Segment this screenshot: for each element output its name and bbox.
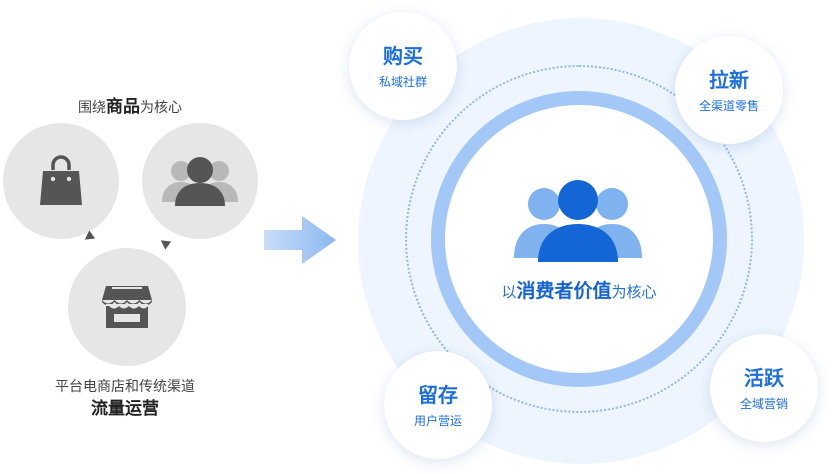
caption-emphasis: 商品 xyxy=(106,97,140,117)
bubble-buy: 购买 私域社群 xyxy=(349,12,457,120)
center-prefix: 以 xyxy=(501,283,517,301)
dotted-ring xyxy=(405,65,753,413)
bubble-title: 拉新 xyxy=(709,67,749,92)
traffic-operation-caption: 平台电商店和传统渠道 流量运营 xyxy=(20,376,230,420)
bubble-subtitle: 全域营销 xyxy=(739,396,788,411)
transition-arrow-icon xyxy=(264,216,336,264)
caption-line2: 流量运营 xyxy=(91,399,159,419)
product-circle xyxy=(3,123,119,239)
users-group-icon xyxy=(162,157,238,206)
bubble-active: 活跃 全域营销 xyxy=(710,334,818,442)
bubble-retain: 留存 用户营运 xyxy=(384,351,492,459)
product-centric-caption: 围绕商品为核心 xyxy=(30,92,230,117)
caption-prefix: 围绕 xyxy=(78,100,106,116)
consumer-centric-title: 以消费者价值为核心 xyxy=(445,276,713,303)
bubble-acquire: 拉新 全渠道零售 xyxy=(675,36,783,144)
bubble-subtitle: 全渠道零售 xyxy=(698,98,759,113)
center-emphasis: 消费者价值 xyxy=(516,280,612,302)
bubble-title: 活跃 xyxy=(744,365,784,390)
shopping-bag-icon xyxy=(40,155,82,205)
flow-triangle-right xyxy=(157,236,172,250)
bubble-title: 购买 xyxy=(383,43,423,68)
bubble-subtitle: 私域社群 xyxy=(378,74,427,89)
storefront-icon xyxy=(102,286,152,328)
bubble-subtitle: 用户营运 xyxy=(413,413,462,428)
caption-line1: 平台电商店和传统渠道 xyxy=(55,379,195,395)
users-circle xyxy=(142,123,258,239)
bubble-title: 留存 xyxy=(418,382,458,407)
storefront-circle xyxy=(68,248,186,366)
caption-suffix: 为核心 xyxy=(140,100,182,116)
center-suffix: 为核心 xyxy=(611,283,657,301)
consumer-group-icon xyxy=(514,180,642,262)
